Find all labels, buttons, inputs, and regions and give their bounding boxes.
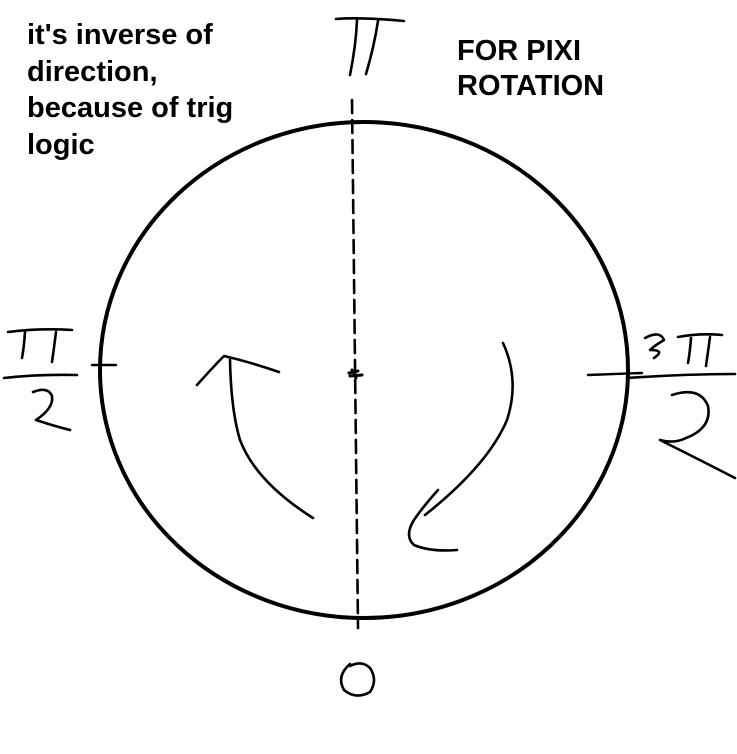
direction-note: it's inverse of direction, because of tr… (27, 19, 234, 161)
label-left-pi-over-2 (2, 328, 79, 432)
label-right-3pi-over-2 (625, 333, 737, 480)
right-tick-mark (586, 371, 644, 377)
center-point (347, 368, 364, 380)
rotation-circle (98, 120, 630, 620)
label-top-pi (334, 17, 406, 77)
pixi-rotation-heading: FOR PIXI ROTATION (457, 35, 605, 102)
right-curved-arrow (407, 341, 514, 552)
vertical-dashed-axis (350, 98, 360, 630)
left-curved-arrow (195, 354, 315, 520)
label-bottom-zero (339, 662, 376, 697)
